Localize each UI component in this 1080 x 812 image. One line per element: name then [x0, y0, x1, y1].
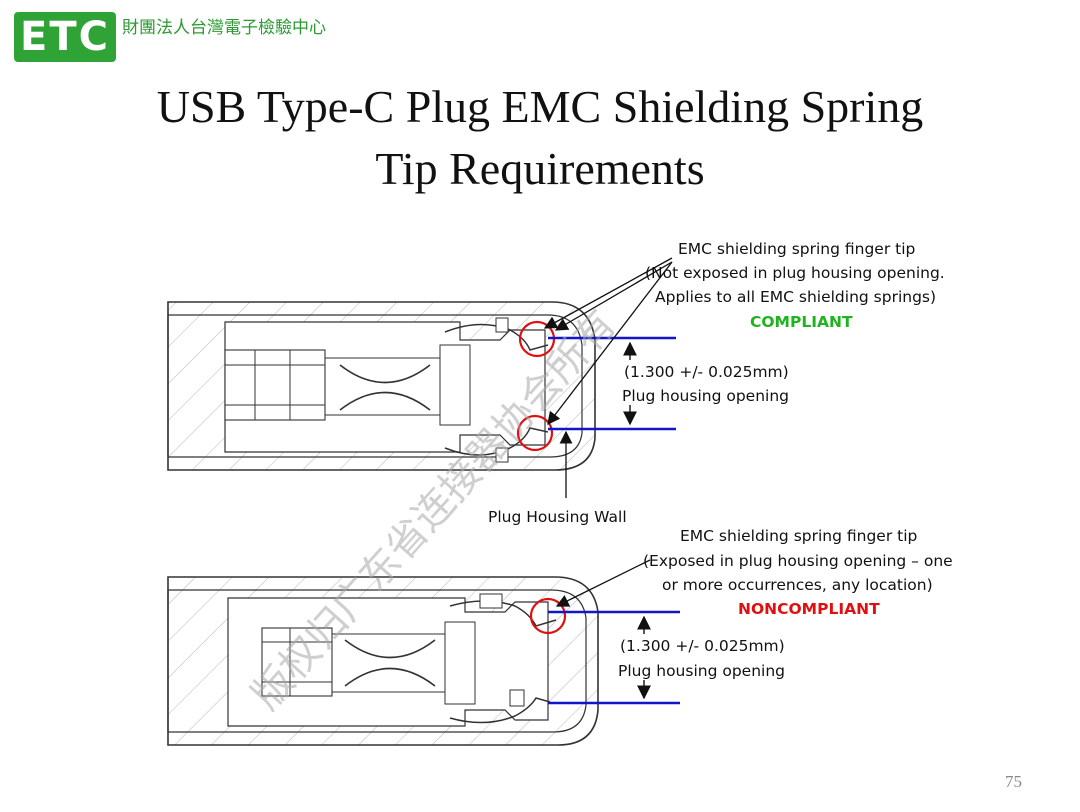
plug-top-drawing — [167, 301, 596, 471]
bottom-opening-label: Plug housing opening — [618, 662, 785, 680]
organization-name: 財團法人台灣電子檢驗中心 — [122, 18, 326, 38]
page-number: 75 — [1005, 772, 1022, 791]
plug-bottom-drawing — [167, 576, 599, 746]
top-dim-label: (1.300 +/- 0.025mm) — [624, 363, 789, 381]
compliant-status: COMPLIANT — [750, 313, 853, 331]
bottom-dim-label: (1.300 +/- 0.025mm) — [620, 637, 785, 655]
top-tip-label-1: EMC shielding spring finger tip — [678, 240, 915, 258]
plug-housing-wall-label: Plug Housing Wall — [488, 508, 627, 526]
noncompliant-status: NONCOMPLIANT — [738, 600, 880, 618]
title-line-1: USB Type-C Plug EMC Shielding Spring — [156, 81, 924, 132]
leader-top-3 — [547, 261, 673, 426]
leader-bottom — [555, 559, 651, 607]
title-line-2: Tip Requirements — [375, 143, 705, 194]
bottom-tip-label-3: or more occurrences, any location) — [662, 576, 933, 594]
top-opening-label: Plug housing opening — [622, 387, 789, 405]
top-tip-label-2: (Not exposed in plug housing opening. — [645, 264, 945, 282]
bottom-tip-label-2: (Exposed in plug housing opening – one — [643, 552, 953, 570]
leader-top-2 — [554, 261, 673, 331]
spring-tip-circle-top-lower — [516, 414, 554, 452]
leader-top-1 — [543, 257, 673, 329]
etc-logo: ETC — [14, 12, 116, 62]
slide-title: USB Type-C Plug EMC Shielding Spring Tip… — [0, 76, 1080, 200]
spring-tip-circle-bottom — [529, 597, 567, 635]
top-tip-label-3: Applies to all EMC shielding springs) — [655, 288, 936, 306]
bottom-tip-label-1: EMC shielding spring finger tip — [680, 527, 917, 545]
